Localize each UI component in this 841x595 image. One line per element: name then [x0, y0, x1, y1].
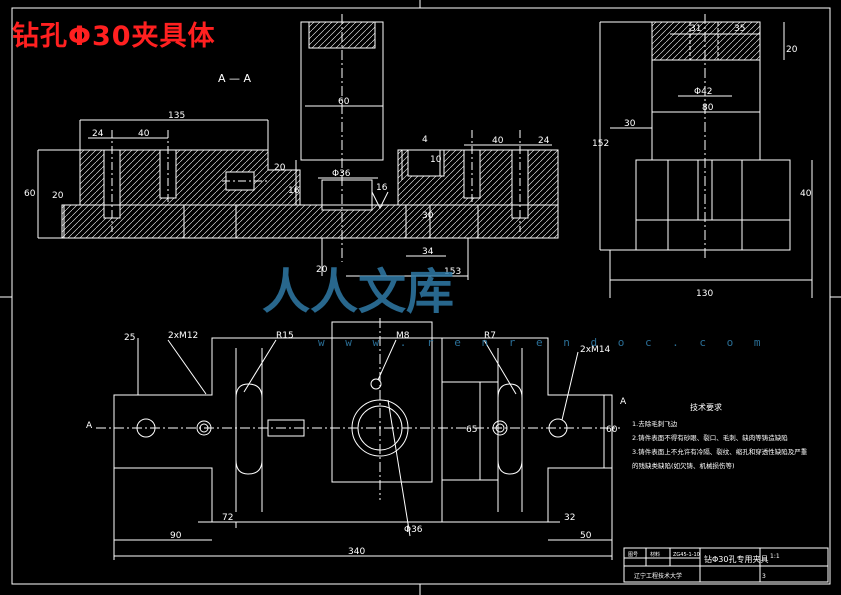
svg-text:24: 24 [92, 129, 104, 139]
svg-text:16: 16 [288, 186, 300, 196]
watermark-logo: 人人文库 [262, 264, 455, 320]
svg-text:A: A [620, 397, 627, 407]
svg-text:Φ36: Φ36 [404, 525, 423, 535]
svg-text:20: 20 [786, 45, 798, 55]
svg-text:技术要求: 技术要求 [690, 402, 722, 412]
side-dimension-texts: 31 35 20 Φ42 80 30 152 40 130 [592, 24, 812, 299]
front-dimension-texts: 135 24 40 60 4 40 24 10 20 16 60 20 Φ36 … [24, 97, 550, 277]
svg-text:R7: R7 [484, 331, 496, 341]
svg-text:ZG45-1-10: ZG45-1-10 [673, 552, 700, 558]
svg-text:3.铸件表面上不允许有冷隔、裂纹、缩孔和穿透性缺陷及严重: 3.铸件表面上不允许有冷隔、裂纹、缩孔和穿透性缺陷及严重 [632, 447, 808, 456]
svg-text:40: 40 [492, 136, 504, 146]
svg-text:辽宁工程技术大学: 辽宁工程技术大学 [634, 572, 682, 580]
svg-text:20: 20 [316, 265, 328, 275]
svg-text:的残缺类缺陷(如欠铸、机械损伤等): 的残缺类缺陷(如欠铸、机械损伤等) [632, 461, 735, 470]
section-label: A — A [218, 72, 252, 85]
svg-text:40: 40 [138, 129, 150, 139]
svg-text:1.去除毛刺飞边: 1.去除毛刺飞边 [632, 419, 678, 428]
drawing-title: 钻孔Φ30夹具体 [12, 21, 216, 52]
svg-text:2.铸件表面不得有砂眼、裂口、毛刺、缺肉等铸造缺陷: 2.铸件表面不得有砂眼、裂口、毛刺、缺肉等铸造缺陷 [632, 433, 788, 442]
front-section-view [37, 14, 559, 280]
svg-text:31: 31 [690, 24, 701, 34]
svg-text:60: 60 [338, 97, 350, 107]
svg-text:72: 72 [222, 513, 233, 523]
svg-text:40: 40 [800, 189, 812, 199]
svg-text:3: 3 [762, 573, 766, 580]
title-block [623, 547, 829, 583]
svg-text:材料: 材料 [650, 551, 660, 558]
svg-text:340: 340 [348, 547, 365, 557]
svg-text:80: 80 [702, 103, 714, 113]
svg-text:4: 4 [422, 135, 428, 145]
top-view [96, 318, 620, 560]
technical-requirements: 技术要求 1.去除毛刺飞边 2.铸件表面不得有砂眼、裂口、毛刺、缺肉等铸造缺陷 … [632, 402, 808, 470]
svg-text:A: A [86, 421, 93, 431]
svg-text:90: 90 [170, 531, 182, 541]
svg-text:图号: 图号 [628, 552, 638, 558]
svg-text:24: 24 [538, 136, 550, 146]
svg-text:Φ42: Φ42 [694, 87, 713, 97]
svg-text:153: 153 [444, 267, 461, 277]
svg-text:152: 152 [592, 139, 609, 149]
svg-text:2xM12: 2xM12 [168, 331, 198, 341]
svg-text:34: 34 [422, 247, 434, 257]
svg-text:60: 60 [606, 425, 618, 435]
svg-text:10: 10 [430, 155, 442, 165]
svg-text:130: 130 [696, 289, 713, 299]
top-dimension-texts: 25 2xM12 R15 M8 R7 2xM14 65 60 72 90 32 … [86, 331, 627, 557]
svg-text:30: 30 [624, 119, 636, 129]
svg-text:30: 30 [422, 211, 434, 221]
svg-text:A — A: A — A [218, 72, 252, 85]
svg-text:Φ36: Φ36 [332, 169, 351, 179]
svg-text:65: 65 [466, 425, 477, 435]
svg-text:60: 60 [24, 189, 36, 199]
svg-text:32: 32 [564, 513, 575, 523]
watermark-url: w w w . r e n r e n d o c . c o m [318, 336, 768, 349]
svg-text:M8: M8 [396, 331, 410, 341]
svg-text:20: 20 [52, 191, 64, 201]
svg-text:1:1: 1:1 [770, 553, 780, 560]
svg-text:20: 20 [274, 163, 286, 173]
svg-text:35: 35 [734, 24, 745, 34]
svg-text:16: 16 [376, 183, 388, 193]
title-block-texts: 图号 材料 ZG45-1-10 钻Φ30孔专用夹具 1:1 辽宁工程技术大学 3 [628, 551, 780, 580]
svg-text:135: 135 [168, 111, 185, 121]
svg-text:钻Φ30孔专用夹具: 钻Φ30孔专用夹具 [704, 554, 768, 564]
side-view [599, 14, 813, 298]
svg-text:R15: R15 [276, 331, 294, 341]
svg-text:2xM14: 2xM14 [580, 345, 611, 355]
svg-text:25: 25 [124, 333, 135, 343]
svg-text:50: 50 [580, 531, 592, 541]
